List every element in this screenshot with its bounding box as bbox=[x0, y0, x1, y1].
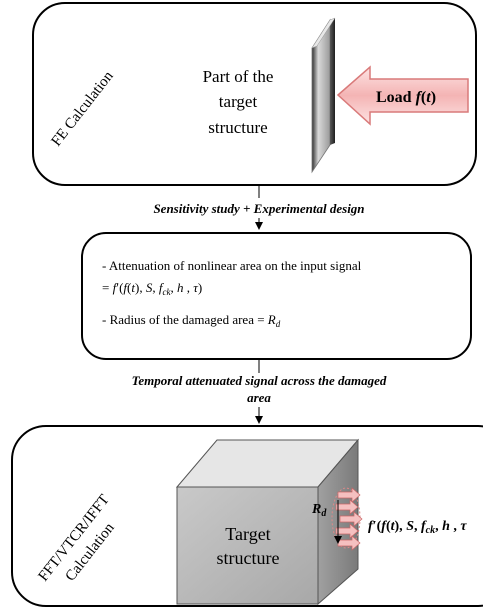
load-arrow bbox=[336, 65, 469, 126]
load-label: Load f(t) bbox=[376, 89, 436, 106]
target-structure-cube bbox=[175, 438, 360, 606]
structure-plate bbox=[311, 17, 336, 174]
cube-label-line1: Target bbox=[225, 524, 270, 544]
damaged-area bbox=[331, 487, 363, 551]
temporal-caption-line1: Temporal attenuated signal across the da… bbox=[132, 373, 387, 388]
fe-calculation-box bbox=[32, 2, 477, 186]
sensitivity-caption: Sensitivity study + Experimental design bbox=[153, 201, 364, 216]
cube-label-line2: structure bbox=[217, 548, 280, 568]
attenuation-line1: - Attenuation of nonlinear area on the i… bbox=[102, 258, 362, 273]
part-of-target-line2: target bbox=[219, 92, 258, 111]
part-of-target-line3: structure bbox=[208, 118, 267, 137]
attenuation-box bbox=[81, 232, 472, 360]
temporal-caption-line2: area bbox=[247, 390, 271, 405]
radius-line: - Radius of the damaged area = Rd bbox=[102, 312, 281, 329]
fft-calculation-box bbox=[11, 425, 483, 607]
damage-formula-label: f′(f(t), S, fck, h , τ bbox=[368, 519, 467, 536]
fe-calculation-label: FE Calculation bbox=[49, 68, 118, 149]
part-of-target-line1: Part of the bbox=[203, 67, 274, 86]
attenuation-formula: = f′(f(t), S, fck, h , τ) bbox=[102, 280, 202, 297]
